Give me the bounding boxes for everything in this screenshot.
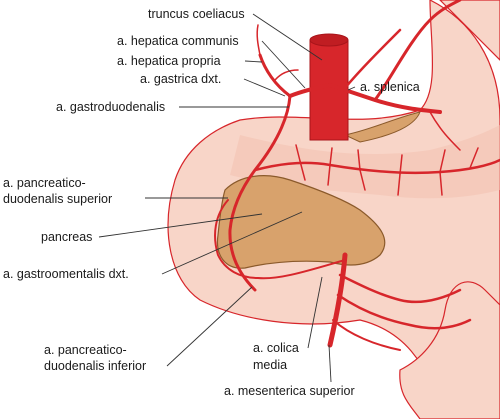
label-gastrica-dxt: a. gastrica dxt.: [140, 72, 221, 86]
pancreas-tail: [343, 111, 421, 143]
intestine-loop: [399, 281, 500, 419]
label-pancreaticoduodenalis-superior-line2: duodenalis superior: [3, 192, 112, 206]
label-gastroduodenalis: a. gastroduodenalis: [56, 100, 165, 114]
label-hepatica-propria: a. hepatica propria: [117, 54, 221, 68]
artery-network: [214, 0, 500, 351]
label-colica-media-line1: a. colica: [253, 341, 299, 355]
label-truncus-coeliacus: truncus coeliacus: [148, 7, 245, 21]
pancreas-shape: [216, 175, 386, 269]
labels: truncus coeliacus a. hepatica communis a…: [3, 7, 420, 398]
label-pancreaticoduodenalis-inferior-line2: duodenalis inferior: [44, 359, 146, 373]
label-pancreaticoduodenalis-superior-line1: a. pancreatico-: [3, 176, 86, 190]
label-gastroomentalis-dxt: a. gastroomentalis dxt.: [3, 267, 129, 281]
label-splenica: a. splenica: [360, 80, 420, 94]
label-hepatica-communis: a. hepatica communis: [117, 34, 239, 48]
aorta-opening: [309, 33, 349, 47]
label-pancreas: pancreas: [41, 230, 92, 244]
label-colica-media-line2: media: [253, 358, 287, 372]
leader-lines: [98, 13, 356, 383]
stomach-band: [230, 125, 500, 199]
label-mesenterica-superior: a. mesenterica superior: [224, 384, 355, 398]
label-pancreaticoduodenalis-inferior-line1: a. pancreatico-: [44, 343, 127, 357]
